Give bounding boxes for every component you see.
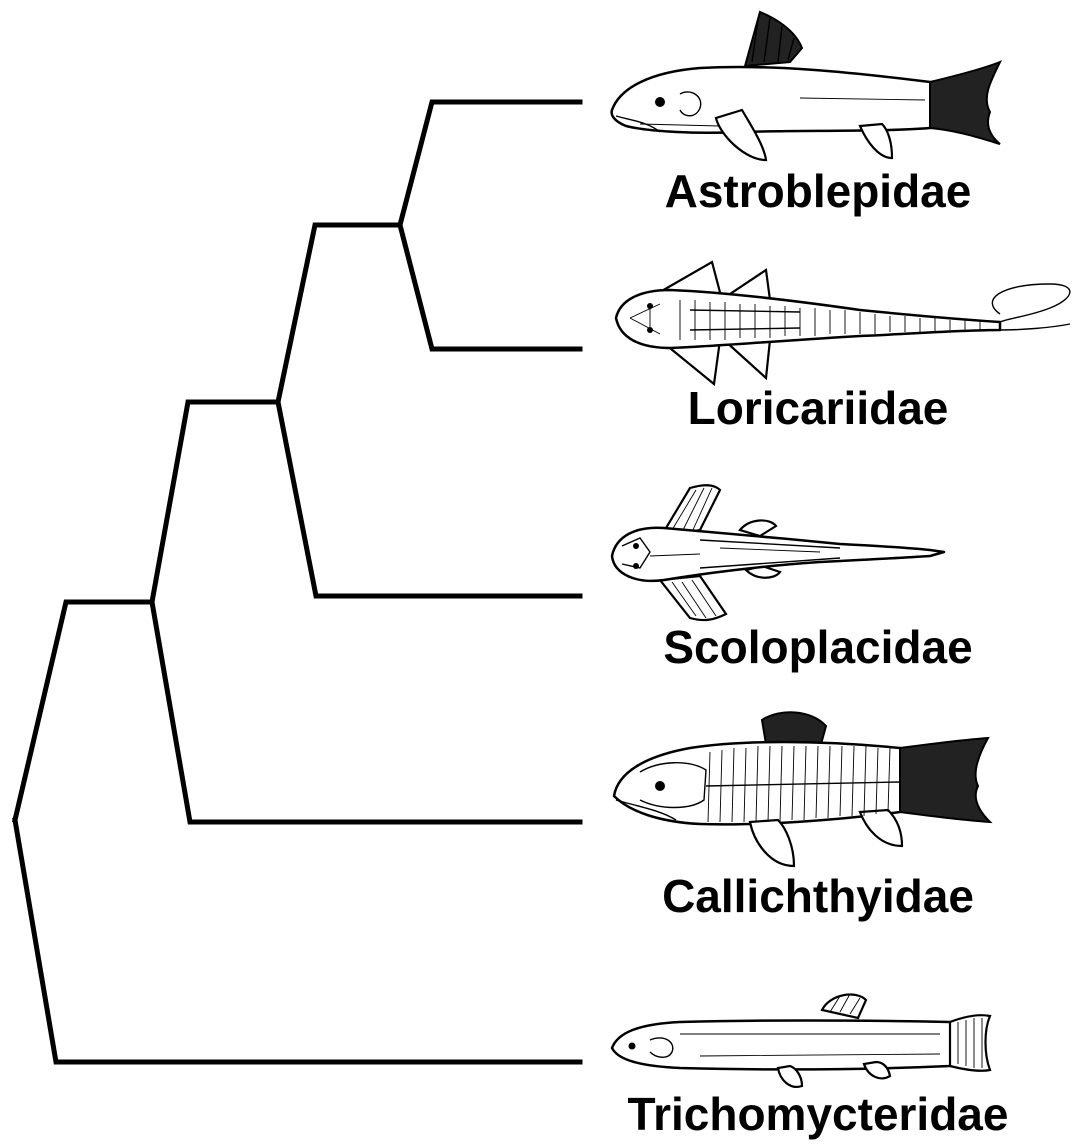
astroblepid-catfish-icon (612, 12, 1000, 160)
branch-astroblepidae (400, 102, 580, 225)
taxon-label-scoloplacidae: Scoloplacidae (663, 621, 972, 673)
branch-ingroup-stem (15, 602, 152, 820)
branch-astro-lori-stem (278, 225, 400, 402)
scoloplacid-catfish-icon (612, 485, 944, 620)
branch-loricarioid-stem (152, 402, 278, 602)
branch-trichomycteridae (15, 820, 580, 1062)
taxon-label-loricariidae: Loricariidae (688, 382, 949, 434)
taxon-label-callichthyidae: Callichthyidae (662, 870, 974, 922)
callichthyid-catfish-icon (614, 712, 990, 866)
loricariid-catfish-icon (616, 262, 1070, 384)
taxon-label-trichomycteridae: Trichomycteridae (628, 1088, 1009, 1140)
branch-loricariidae (400, 225, 580, 349)
taxon-label-astroblepidae: Astroblepidae (665, 165, 972, 217)
trichomycterid-catfish-icon (612, 994, 990, 1087)
branch-callichthyidae (152, 602, 580, 822)
tree-branches (15, 102, 580, 1062)
branch-scoloplacidae (278, 402, 580, 596)
